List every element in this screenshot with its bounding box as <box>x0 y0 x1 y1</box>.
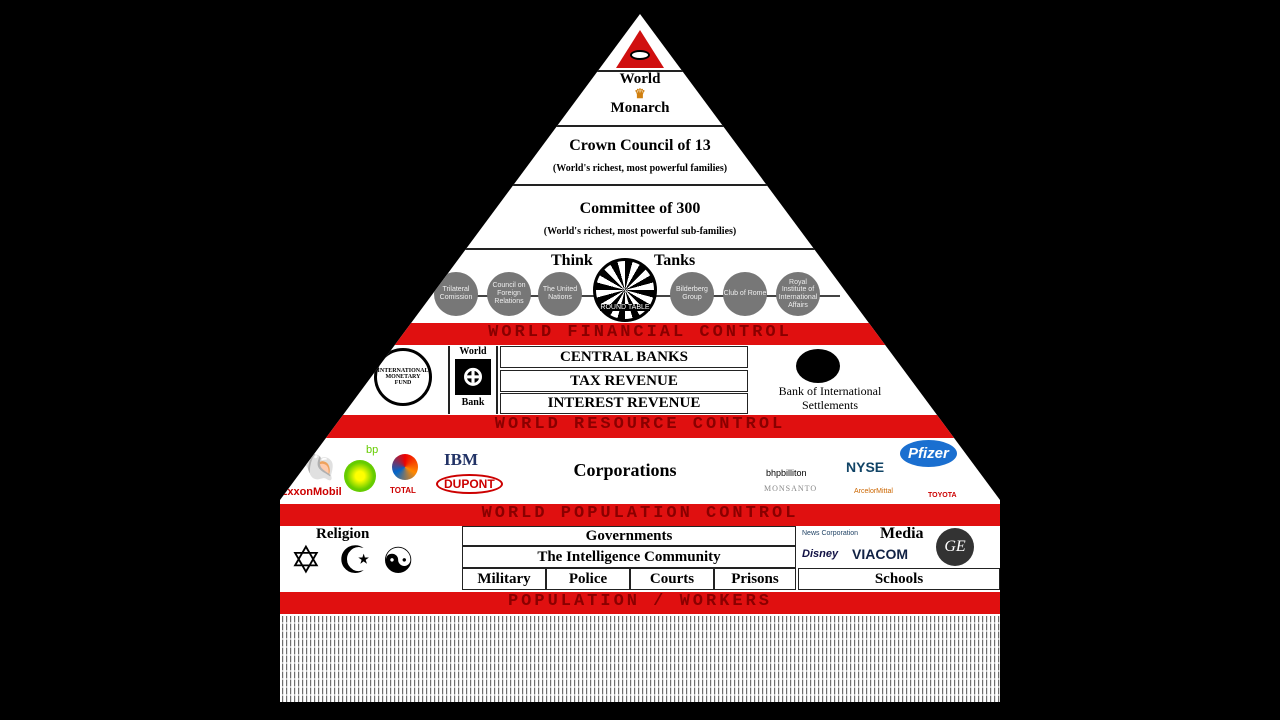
crescent-icon: ☪ <box>338 540 373 582</box>
shell-logo: 🐚 <box>302 451 337 482</box>
yin-yang-icon: ☯ <box>382 541 415 581</box>
news-corp-logo: News Corporation <box>802 530 859 537</box>
intelligence-community: The Intelligence Community <box>462 546 796 568</box>
band-financial-control: WORLD FINANCIAL CONTROL <box>280 323 1000 345</box>
bis-logo-icon <box>796 349 840 383</box>
bp-logo-icon <box>344 460 376 492</box>
total-logo-icon <box>392 454 418 480</box>
religion-label: Religion <box>316 526 370 542</box>
think-tank-club-of-rome: Club of Rome <box>723 272 767 316</box>
crown-icon: ♛ <box>634 86 646 101</box>
pfizer-logo: Pfizer <box>900 440 957 467</box>
bhpbilliton-logo: bhpbilliton <box>766 468 807 478</box>
band-resource-control: WORLD RESOURCE CONTROL <box>280 415 1000 438</box>
bp-logo: bp <box>366 444 379 456</box>
exxonmobil-logo: ExxonMobil <box>280 486 342 498</box>
committee-subtitle: (World's richest, most powerful sub-fami… <box>543 226 737 237</box>
round-table-label: ROUND TABLE <box>600 304 650 311</box>
central-banks: CENTRAL BANKS <box>500 346 748 368</box>
bis-label: Bank of International Settlements <box>778 384 882 412</box>
media-label: Media <box>880 525 924 542</box>
think-tank-trilateral: Trilateral Comission <box>434 272 478 316</box>
military: Military <box>462 568 546 590</box>
schools: Schools <box>798 568 1000 590</box>
think-tank-riia: Royal Institute of International Affairs <box>776 272 820 316</box>
monarch-line2: Monarch <box>610 100 670 116</box>
courts: Courts <box>630 568 714 590</box>
disney-logo: Disney <box>802 548 839 560</box>
band-population-control: WORLD POPULATION CONTROL <box>280 504 1000 526</box>
think-tank-cfr: Council on Foreign Relations <box>487 272 531 316</box>
band-population-workers: POPULATION / WORKERS <box>280 592 1000 614</box>
crown-council-title: Crown Council of 13 <box>569 137 711 154</box>
viacom-logo: VIACOM <box>852 546 908 562</box>
monsanto-logo: MONSANTO <box>764 484 818 493</box>
eye-icon <box>616 30 664 68</box>
arcelormittal-logo: ArcelorMittal <box>854 488 893 495</box>
tanks-label: Tanks <box>654 252 696 269</box>
ge-logo-icon: GE <box>936 528 974 566</box>
interest-revenue: INTEREST REVENUE <box>500 393 748 414</box>
pyramid-diagram: World ♛ Monarch Crown Council of 13 (Wor… <box>280 14 1000 702</box>
crowd-of-workers <box>280 616 1000 702</box>
committee-title: Committee of 300 <box>579 200 701 217</box>
world-monarch: World ♛ Monarch <box>580 71 700 116</box>
think-label: Think <box>551 252 593 269</box>
world-bank-logo: World ⊕ Bank <box>448 346 498 414</box>
think-tank-un: The United Nations <box>538 272 582 316</box>
round-table-icon: ROUND TABLE <box>593 258 657 322</box>
imf-logo: INTERNATIONAL MONETARY FUND <box>374 348 432 406</box>
dupont-logo: DUPONT <box>436 474 503 494</box>
corporations-label: Corporations <box>573 460 677 480</box>
star-of-david-icon: ✡ <box>290 540 322 582</box>
ibm-logo: IBM <box>444 450 478 469</box>
think-tank-bilderberg: Bilderberg Group <box>670 272 714 316</box>
governments: Governments <box>462 526 796 546</box>
monarch-line1: World <box>619 71 661 87</box>
total-logo: TOTAL <box>390 486 416 495</box>
crown-council-subtitle: (World's richest, most powerful families… <box>552 163 728 174</box>
nyse-logo: NYSE <box>846 459 885 475</box>
police: Police <box>546 568 630 590</box>
tax-revenue: TAX REVENUE <box>500 370 748 392</box>
prisons: Prisons <box>714 568 796 590</box>
toyota-logo: TOYOTA <box>928 492 957 499</box>
globe-icon: ⊕ <box>455 359 491 395</box>
eye-pupil-icon <box>630 50 650 60</box>
